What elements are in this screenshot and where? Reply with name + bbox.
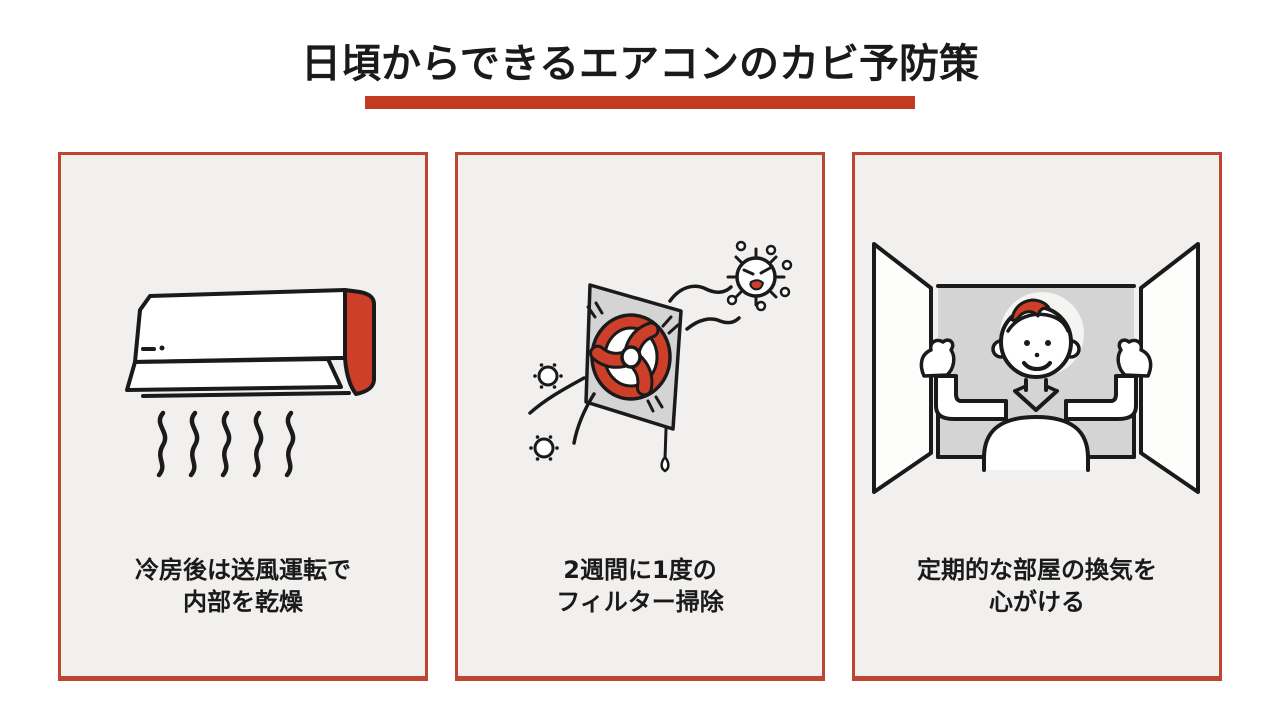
- caption-line: 定期的な部屋の換気を: [917, 556, 1157, 584]
- card-filter-cleaning: 2週間に1度の フィルター掃除: [455, 152, 825, 681]
- caption-line: 内部を乾燥: [183, 588, 303, 617]
- open-window-icon: [866, 230, 1206, 510]
- card-caption: 2週間に1度の フィルター掃除: [458, 554, 822, 618]
- title-underline: [365, 96, 915, 109]
- open-window-graphic: [872, 242, 1200, 494]
- card-room-ventilation: 定期的な部屋の換気を 心がける: [852, 152, 1222, 681]
- card-caption: 冷房後は送風運転で 内部を乾燥: [61, 554, 425, 618]
- caption-line: フィルター掃除: [556, 588, 724, 617]
- exhaust-fan-icon: [520, 230, 800, 480]
- caption-line: 心がける: [989, 588, 1085, 617]
- card-dry-after-cooling: 冷房後は送風運転で 内部を乾燥: [58, 152, 428, 681]
- exhaust-fan-graphic: [528, 240, 793, 473]
- air-conditioner-graphic: [125, 288, 376, 478]
- air-conditioner-icon: [109, 270, 399, 480]
- cards-row: 冷房後は送風運転で 内部を乾燥: [58, 152, 1222, 681]
- caption-line: 2週間に1度の: [563, 556, 717, 584]
- page-title: 日頃からできるエアコンのカビ予防策: [301, 41, 979, 87]
- card-caption: 定期的な部屋の換気を 心がける: [855, 554, 1219, 618]
- caption-line: 冷房後は送風運転で: [135, 556, 351, 584]
